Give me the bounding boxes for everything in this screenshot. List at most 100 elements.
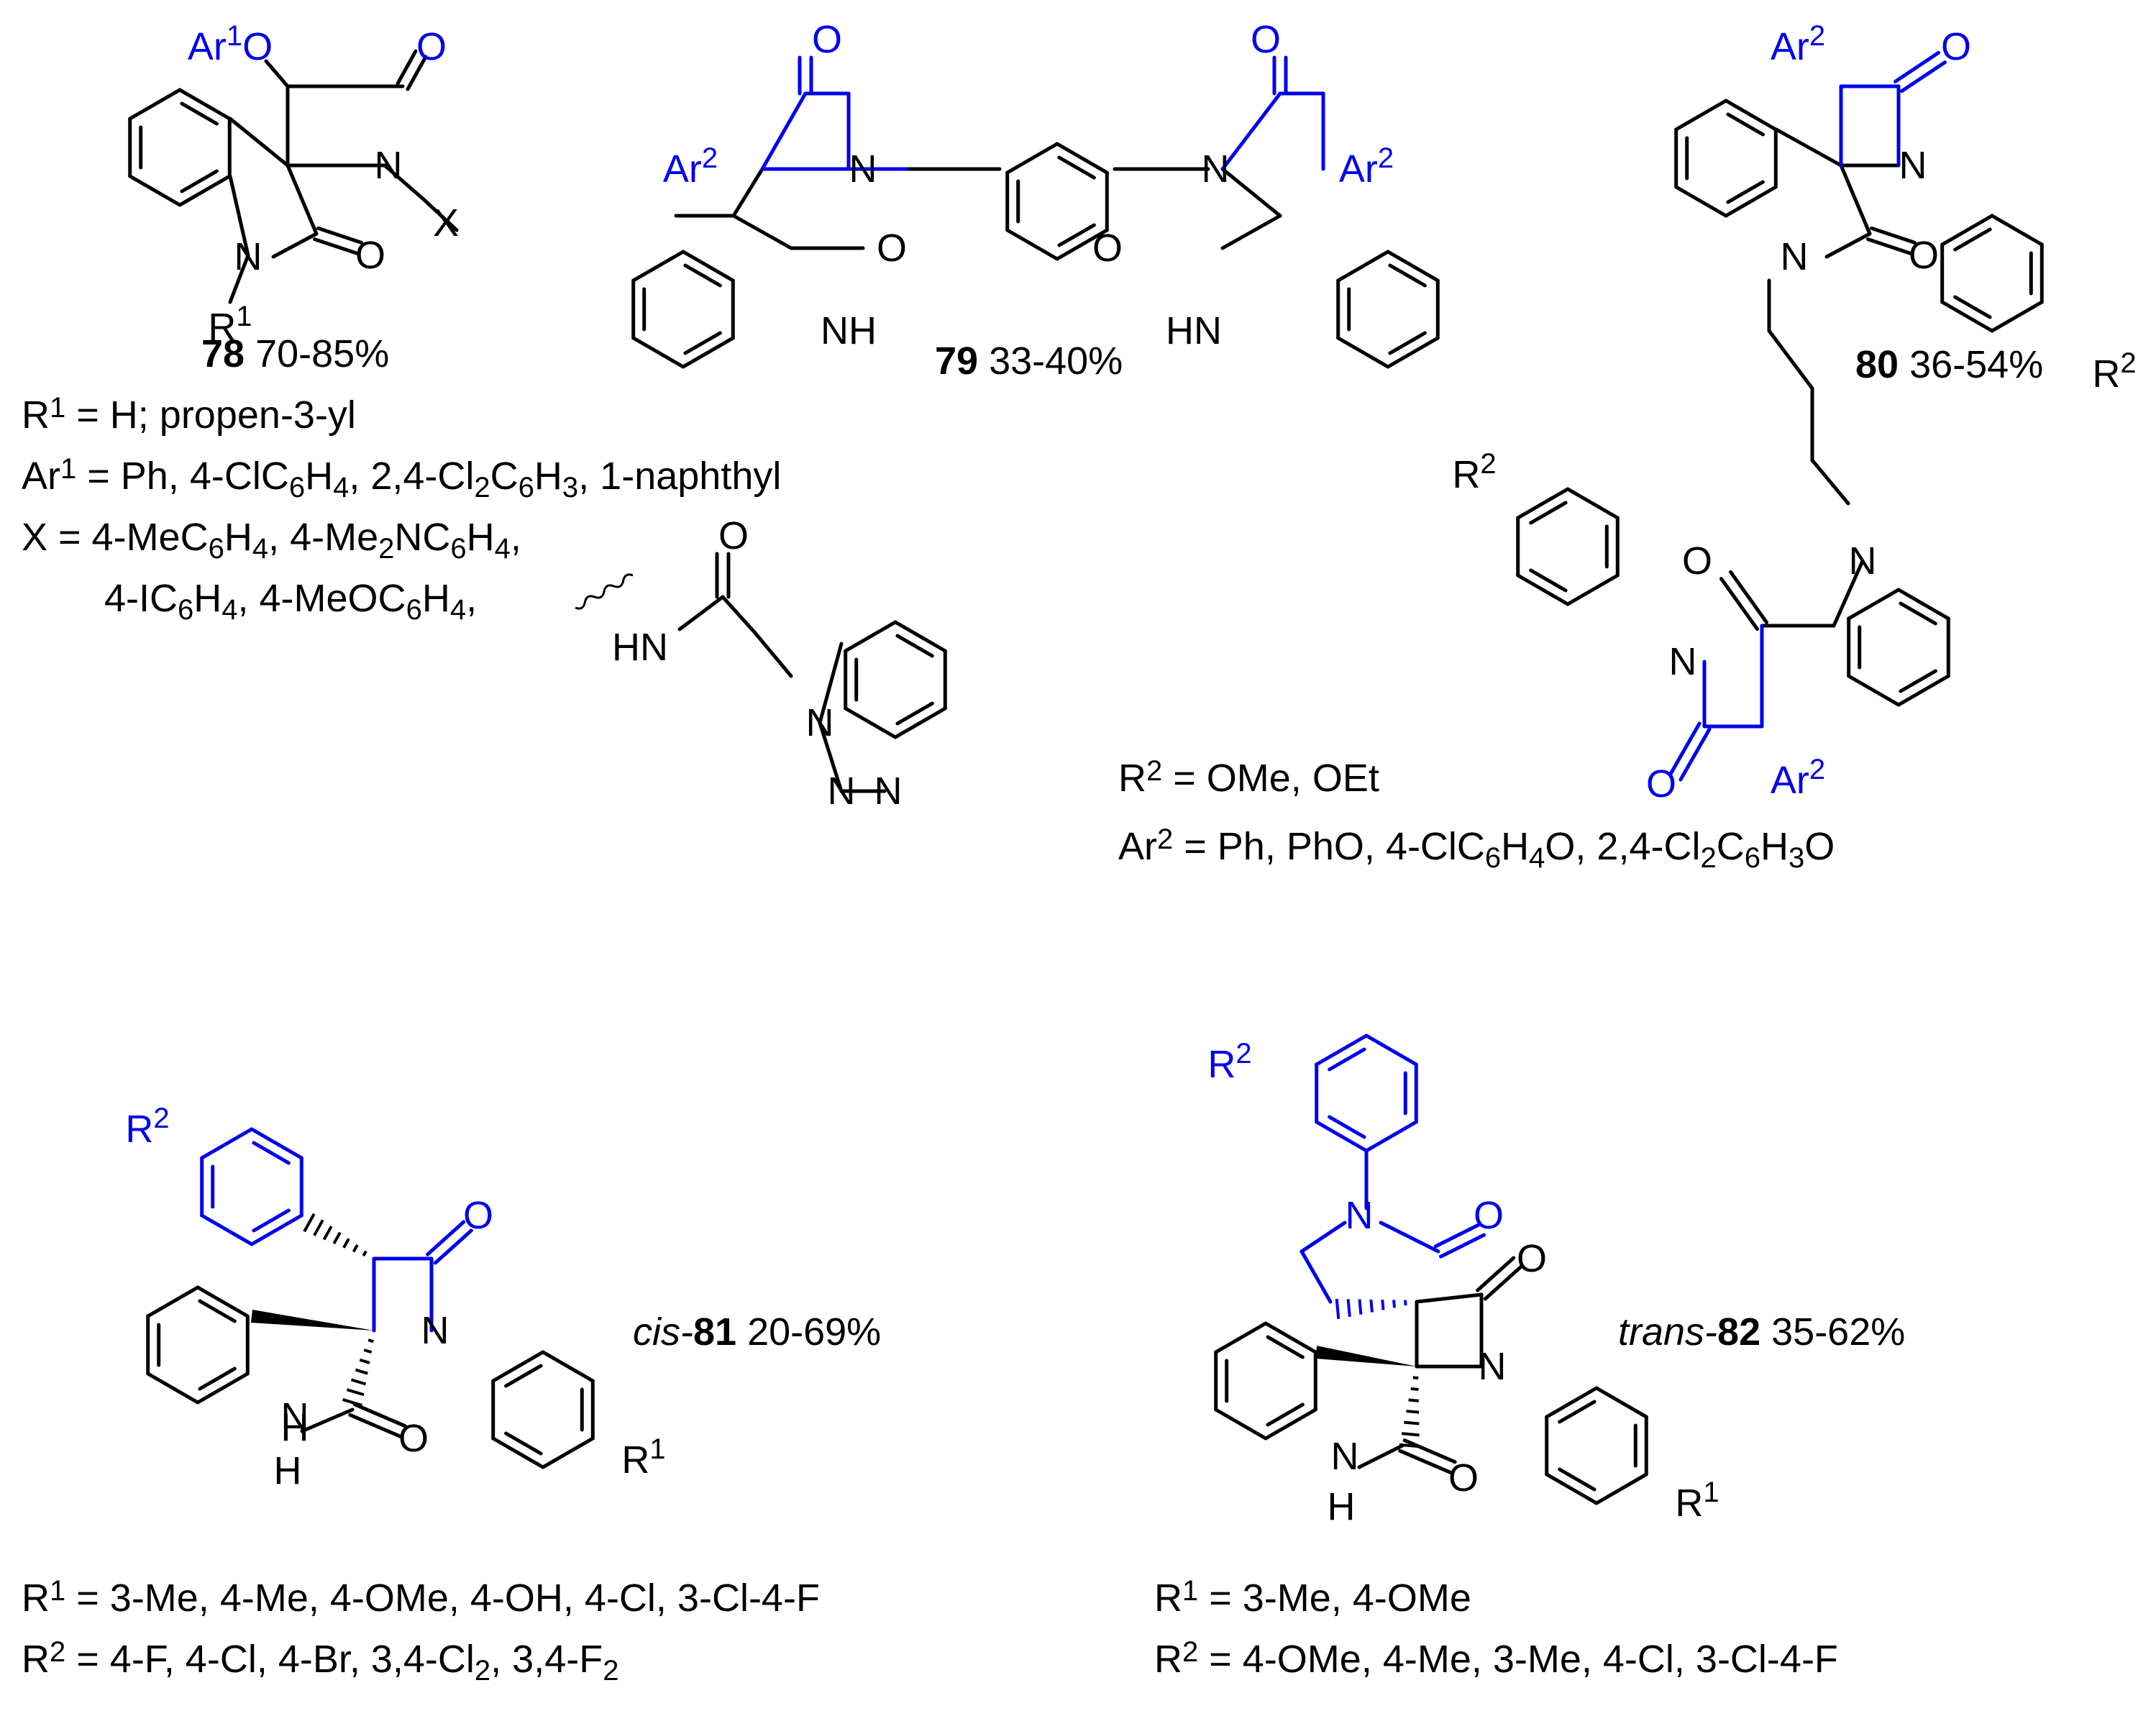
bond bbox=[1839, 163, 1872, 236]
benzene-ring-78 bbox=[180, 169, 219, 193]
benzene-79b bbox=[1388, 263, 1427, 288]
atom-o-81b: O bbox=[398, 1417, 429, 1460]
bond bbox=[383, 163, 426, 202]
atom-ar2-80a: Ar2 bbox=[1771, 20, 1825, 68]
atom-n-82b: N bbox=[1331, 1435, 1359, 1478]
atom-n-79b: N bbox=[1202, 147, 1230, 191]
bond bbox=[1832, 559, 1865, 628]
aryl-ring-81 bbox=[200, 1127, 254, 1160]
phenyl-80a bbox=[1953, 227, 1992, 252]
definition-78-ar1: Ar1 = Ph, 4-ClC6H4, 2,4-Cl2C6H3, 1-napht… bbox=[22, 453, 781, 503]
benzene-80a bbox=[1726, 112, 1765, 137]
aryl-ring-81 bbox=[252, 1208, 291, 1233]
benzene-82 bbox=[1264, 1321, 1317, 1354]
bond bbox=[1767, 329, 1814, 391]
phenyl-82 bbox=[1594, 1472, 1648, 1505]
benzene-82 bbox=[1264, 1407, 1317, 1441]
bond bbox=[352, 1402, 407, 1428]
bond bbox=[1220, 167, 1282, 218]
bond bbox=[348, 1413, 403, 1438]
bond bbox=[1299, 1220, 1347, 1254]
bond bbox=[760, 91, 808, 171]
atom-o-78b: O bbox=[355, 234, 385, 277]
phenyl-82 bbox=[1545, 1386, 1599, 1419]
benzene-ring-78 bbox=[178, 174, 232, 207]
bond bbox=[1220, 91, 1282, 171]
bond bbox=[312, 237, 360, 256]
benzotriazole-benzene-78 bbox=[895, 701, 934, 726]
atom-n-80d: N bbox=[1669, 640, 1697, 683]
benzotriazole-benzene-78 bbox=[893, 706, 947, 739]
phenyl-80a bbox=[1990, 300, 2044, 333]
benzene-82 bbox=[1266, 1335, 1305, 1359]
atom-n-81b: N bbox=[421, 1309, 449, 1352]
benzene-80a bbox=[1726, 180, 1765, 204]
benzene-81 bbox=[196, 1285, 250, 1318]
bond bbox=[406, 55, 428, 91]
para-phenylene-79 bbox=[1055, 228, 1109, 261]
atom-o-82c: O bbox=[1448, 1456, 1479, 1500]
benzene-ring-78 bbox=[180, 101, 219, 126]
benzene-81 bbox=[198, 1366, 237, 1391]
bond bbox=[1483, 1264, 1523, 1301]
atom-r2-82: R2 bbox=[1207, 1038, 1251, 1086]
atom-o-79a: O bbox=[812, 18, 842, 61]
atom-o-81a: O bbox=[463, 1194, 493, 1237]
atom-ar2-79a: Ar2 bbox=[663, 142, 718, 191]
atom-ar2-80b: Ar2 bbox=[1771, 754, 1825, 802]
benzotriazole-benzene-78 bbox=[844, 706, 897, 739]
benzene-79a bbox=[681, 336, 735, 369]
hashed-bond-81a bbox=[303, 1213, 367, 1257]
benzene-80b bbox=[1899, 669, 1937, 693]
atom-o-78c: O bbox=[718, 514, 749, 557]
phenyl-81 bbox=[504, 1431, 543, 1456]
bond bbox=[286, 163, 319, 236]
atom-hn-79: HN bbox=[1166, 309, 1222, 352]
definition-80-ar2: Ar2 = Ph, PhO, 4-ClC6H4O, 2,4-Cl2C6H3O bbox=[1118, 823, 1835, 874]
para-phenylene-79 bbox=[1057, 155, 1096, 180]
bond bbox=[1379, 1220, 1440, 1254]
bond bbox=[271, 232, 319, 259]
caption-79: 79 33-40% bbox=[935, 339, 1123, 383]
bond bbox=[1476, 1256, 1516, 1292]
caption-82: trans-82 35-62% bbox=[1618, 1310, 1905, 1354]
bond bbox=[731, 214, 793, 250]
benzotriazole-benzene-78 bbox=[893, 620, 947, 653]
definition-81-r2: R2 = 4-F, 4-Cl, 4-Br, 3,4-Cl2, 3,4-F2 bbox=[22, 1636, 618, 1687]
benzene-80a bbox=[1724, 185, 1778, 218]
benzene-80b bbox=[1847, 588, 1901, 621]
atom-hn-78: HN bbox=[612, 626, 668, 669]
highlighted-bonds bbox=[200, 50, 1947, 1333]
benzene-82 bbox=[1266, 1402, 1305, 1427]
phenyl-80a bbox=[1990, 214, 2044, 247]
bond bbox=[721, 595, 757, 635]
atom-o-80c: O bbox=[1682, 539, 1712, 583]
benzene-79b bbox=[1386, 336, 1440, 369]
phenyl-82 bbox=[1558, 1467, 1597, 1492]
caption-80: 80 36-54% bbox=[1855, 343, 2043, 386]
bond bbox=[1678, 727, 1712, 782]
bond bbox=[1357, 1443, 1404, 1469]
aryl-ring-82 bbox=[1315, 1120, 1369, 1153]
atom-n-78d: N bbox=[828, 770, 856, 813]
benzene-82 bbox=[1214, 1407, 1268, 1441]
phenyl-82 bbox=[1594, 1386, 1648, 1419]
definition-82-r1: R1 = 3-Me, 4-OMe bbox=[1154, 1575, 1471, 1620]
atom-ar2-79b: Ar2 bbox=[1339, 142, 1394, 191]
aryl-ring-81 bbox=[250, 1213, 303, 1246]
atom-n-80b: N bbox=[1899, 144, 1927, 187]
bond bbox=[731, 167, 764, 218]
benzene-79a bbox=[681, 250, 735, 283]
bond bbox=[1398, 1448, 1453, 1474]
bond bbox=[228, 174, 250, 257]
atom-o-82a: O bbox=[1474, 1194, 1504, 1237]
atom-o-80b: O bbox=[1941, 25, 1971, 68]
atom-nh-h-82: H bbox=[1328, 1485, 1356, 1528]
benzotriazole-benzene-78 bbox=[844, 620, 897, 653]
caption-81: cis-81 20-69% bbox=[633, 1310, 881, 1354]
bond bbox=[300, 1407, 355, 1433]
hashed-bond-82b bbox=[1399, 1376, 1420, 1448]
bond bbox=[1433, 1223, 1481, 1249]
